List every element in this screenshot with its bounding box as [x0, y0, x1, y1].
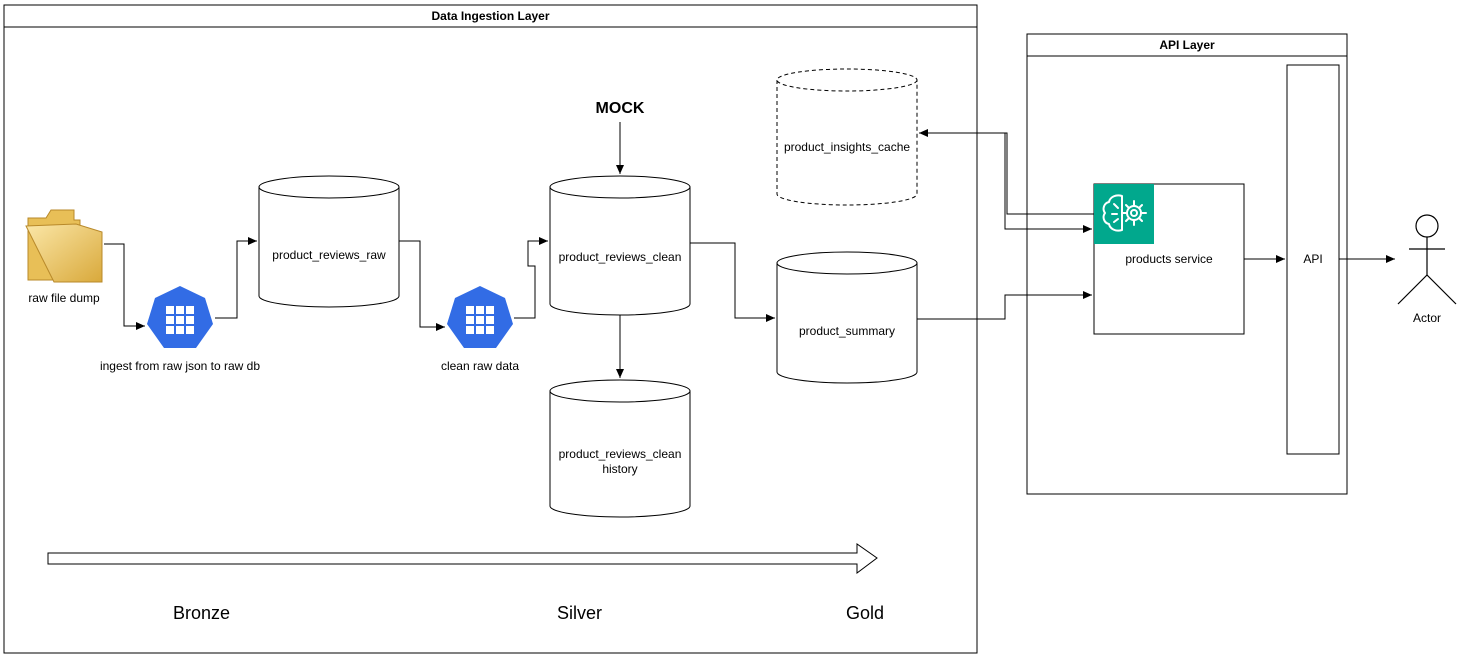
- edge-clean-job-to-clean: [514, 237, 548, 319]
- edge-cache-to-service: [1004, 133, 1092, 233]
- ingestion-layer-title: Data Ingestion Layer: [431, 9, 550, 23]
- cylinder-insights-cache: [776, 68, 918, 206]
- insights-cache-label: product_insights_cache: [783, 140, 911, 154]
- tier-bronze: Bronze: [173, 603, 231, 623]
- tier-silver: Silver: [557, 603, 603, 623]
- mock-label: MOCK: [595, 100, 645, 117]
- cylinder-reviews-clean: [549, 175, 691, 316]
- edge-summary-to-service: [917, 291, 1092, 320]
- api-label: API: [1303, 252, 1323, 266]
- cylinder-summary: [776, 251, 918, 384]
- folder-icon: [25, 209, 103, 283]
- raw-file-label: raw file dump: [28, 291, 100, 305]
- actor-icon: [1397, 214, 1457, 305]
- tier-gold: Gold: [846, 603, 885, 623]
- edge-clean-to-summary: [690, 242, 775, 322]
- reviews-clean-label: product_reviews_clean: [558, 250, 682, 264]
- edge-ingest-to-raw: [215, 237, 257, 319]
- ingest-job-label: ingest from raw json to raw db: [99, 359, 261, 373]
- reviews-clean-history-label: product_reviews_clean history: [558, 447, 682, 476]
- reviews-raw-label: product_reviews_raw: [272, 248, 386, 262]
- kubernetes-job-icon: [447, 286, 513, 348]
- clean-job-label: clean raw data: [440, 359, 520, 373]
- actor-label: Actor: [1412, 311, 1441, 325]
- api-layer-title: API Layer: [1159, 38, 1215, 52]
- ai-brain-gear-icon: [1094, 184, 1154, 244]
- kubernetes-job-icon: [147, 286, 213, 348]
- summary-label: product_summary: [798, 324, 896, 338]
- edge-service-to-cache: [919, 129, 1094, 215]
- edge-raw-file-to-ingest: [104, 243, 145, 330]
- cylinder-reviews-raw: [258, 175, 400, 308]
- connectors: [104, 122, 1395, 378]
- api-box: [1286, 64, 1340, 455]
- edge-raw-to-clean-job: [399, 240, 445, 331]
- tier-progress-arrow: [47, 543, 878, 574]
- cylinder-reviews-clean-history: [549, 379, 691, 518]
- products-service-label: products service: [1125, 252, 1213, 266]
